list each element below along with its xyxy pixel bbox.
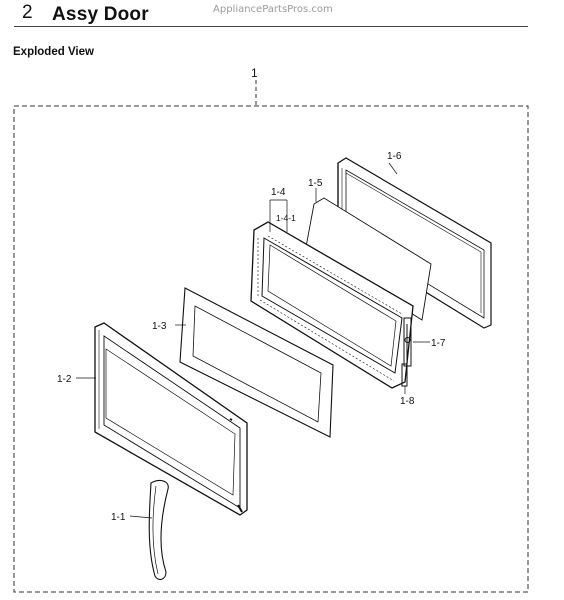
callout-1-6: 1-6 (387, 151, 402, 162)
section-title: Assy Door (52, 4, 149, 25)
part-screen (305, 197, 432, 321)
callout-1-8: 1-8 (400, 396, 415, 407)
callout-1: 1 (251, 66, 258, 80)
callout-1-2: 1-2 (57, 374, 72, 385)
callout-1-4: 1-4 (271, 187, 286, 198)
callout-1-4-1: 1-4-1 (276, 213, 296, 223)
part-glass (179, 287, 334, 438)
part-lever (401, 363, 408, 387)
leader-1-6 (388, 162, 398, 175)
assembly-boundary (13, 105, 529, 593)
section-number: 2 (22, 2, 33, 23)
part-handle (148, 480, 169, 581)
callout-1-1: 1-1 (111, 512, 126, 523)
callout-1-3: 1-3 (152, 321, 167, 332)
part-door-panel (94, 322, 248, 516)
leader-1-1 (129, 515, 153, 519)
header-rule (14, 26, 528, 27)
callout-1-7: 1-7 (431, 338, 446, 349)
watermark: AppliancePartsPros.com (213, 4, 333, 15)
part-frame (250, 221, 414, 389)
exploded-view-heading: Exploded View (13, 46, 94, 58)
callout-1-5: 1-5 (308, 178, 323, 189)
